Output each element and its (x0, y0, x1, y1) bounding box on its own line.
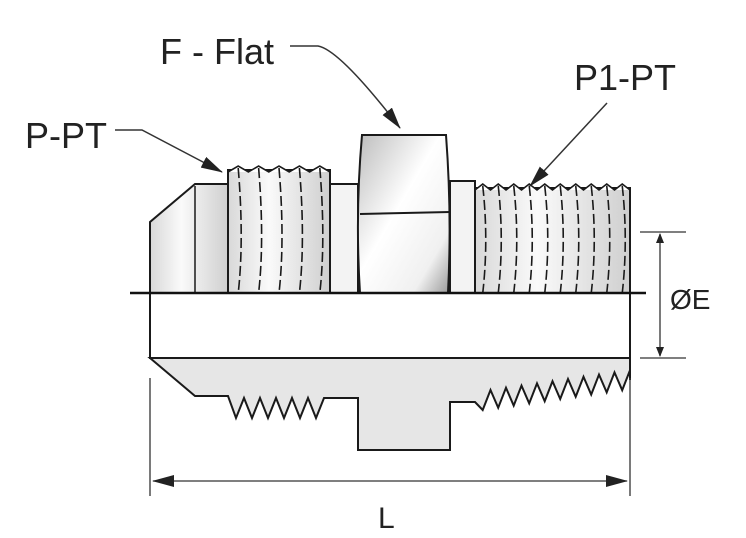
diameter-label: ØE (670, 284, 710, 315)
p-thread-body (227, 169, 331, 294)
p-pt-label: P-PT (25, 115, 107, 156)
p-thread-lines (227, 165, 331, 294)
p1-thread-lines (474, 182, 631, 294)
thread-line (278, 167, 283, 294)
shoulder-left (329, 183, 359, 294)
flat-label: F - Flat (160, 31, 274, 72)
leaders (115, 45, 608, 187)
fitting-section-view (147, 357, 631, 451)
p1-pt-leader (529, 102, 608, 187)
bore (149, 292, 631, 359)
length-dimension (149, 378, 631, 496)
thread-line (319, 167, 324, 294)
thread-line (298, 167, 304, 294)
p-pt-leader (115, 129, 223, 173)
fitting-external-view (149, 134, 631, 294)
thread-line (257, 167, 263, 294)
shoulder-right (449, 180, 476, 294)
diameter-dimension (640, 231, 686, 359)
flare-end (149, 183, 229, 294)
flat-leader (290, 45, 401, 129)
length-label: L (378, 502, 395, 535)
p1-pt-label: P1-PT (574, 57, 676, 98)
thread-line (237, 167, 242, 294)
p1-thread-body (474, 187, 631, 294)
